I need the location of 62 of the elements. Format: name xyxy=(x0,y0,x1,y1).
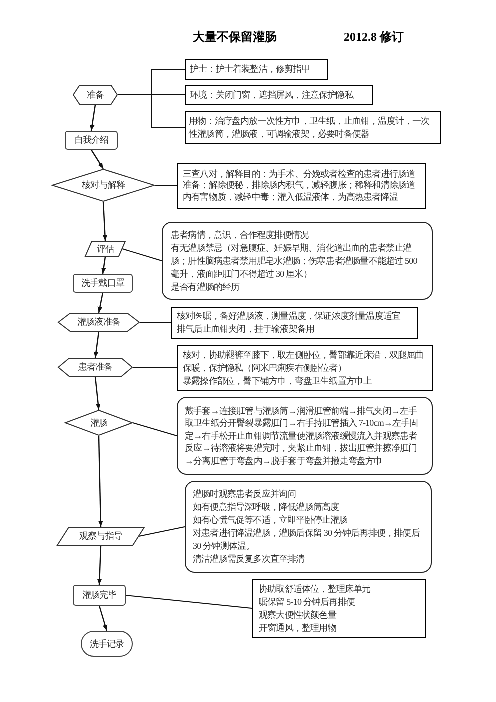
note-text: 核对医嘱，备好灌肠液，测量温度，保证浓度剂量温度适宜 xyxy=(177,310,402,323)
note-text: 核对，协助褪裤至膝下，取左侧卧位，臀部靠近床沿，双腿屈曲保暖，保护隐私（阿米巴痢疾右侧卧位者） xyxy=(183,348,425,374)
hexagon-step: 灌肠液准备 xyxy=(58,313,140,332)
arrow xyxy=(98,606,108,632)
arrow xyxy=(102,202,108,242)
note-text: 暴露操作部位，臀下铺方巾，弯盘卫生纸置方巾上 xyxy=(183,374,374,388)
connector-line xyxy=(122,248,162,262)
note-box xyxy=(185,59,328,80)
connector-line xyxy=(138,526,186,537)
connector-line xyxy=(118,94,186,128)
connector-line xyxy=(154,185,178,186)
connector-line xyxy=(126,595,252,609)
note-text: 护士：护士着装整洁，修剪指甲 xyxy=(190,63,312,76)
note-box xyxy=(185,481,432,573)
title: 大量不保留灌肠 xyxy=(193,30,277,45)
decision-diamond: 灌肠 xyxy=(65,410,133,436)
note-text: 是否有灌肠的经历 xyxy=(171,280,241,294)
note-box xyxy=(252,579,426,638)
note-box xyxy=(185,111,441,144)
note-text: 如有便意指导深呼吸，降低灌肠筒高度 xyxy=(193,501,340,514)
revision-label: 2012.8 修订 xyxy=(344,30,404,45)
note-text: 对患者进行降温灌肠，灌肠后保留 30 分钟后再排便，排便后 30 分钟测体温。 xyxy=(193,527,422,553)
note-text: 三查八对，解释目的：为手术、分娩或者检查的患者进行肠道准备；解除便秘，排除肠内积气，减轻腹胀；稀释和清除肠道内有害物质，减轻中毒；灌入低温液体，为高热患者降温 xyxy=(183,168,416,204)
note-text: 患者病情，意识，合作程度排便情况 xyxy=(171,228,310,242)
note-box xyxy=(171,307,418,339)
note-box xyxy=(162,222,433,300)
note-box xyxy=(177,345,433,391)
hexagon-step: 患者准备 xyxy=(58,358,133,377)
hexagon-step: 准备 xyxy=(73,85,118,105)
note-text: 排气后止血钳夹闭，挂于输液架备用 xyxy=(177,323,316,336)
note-text: 灌肠时观察患者反应并询问 xyxy=(193,488,298,501)
connector-line xyxy=(140,322,172,324)
arrow xyxy=(90,104,96,132)
note-box xyxy=(177,163,426,209)
note-text: 开窗通风，整理用物 xyxy=(259,622,338,634)
arrow xyxy=(98,292,104,314)
note-text: 观察大便性状颜色量 xyxy=(259,608,338,622)
terminal-box: 洗手记录 xyxy=(81,631,133,657)
note-text: 清洁灌肠需反复多次直至排清 xyxy=(193,553,306,566)
note-text: 戴手套→连接肛管与灌肠筒→润滑肛管前端→排气夹闭→左手取卫生纸分开臀裂暴露肛门→右手持肛管插入 7-10cm→左手固定→右手松开止血钳调节流量使灌肠溶液缓慢流入并观察患者反应→待溶液将要灌完时，夹紧止血钳，拔出肛管并擦净肛门→分离肛管于弯盘内→脱手套于弯盘并撤走弯盘方巾 xyxy=(185,404,420,468)
decision-diamond: 核对与解释 xyxy=(52,169,155,202)
arrow xyxy=(97,546,102,586)
rounded-step-box: 洗手戴口罩 xyxy=(73,274,133,293)
parallelogram-step: 评估 xyxy=(85,241,126,257)
note-text: 如有心慌气促等不适，立即平卧停止灌肠 xyxy=(193,514,349,527)
note-text: 有无灌肠禁忌（对急腹症、妊娠早期、消化道出血的患者禁止灌肠；肝性脑病患者禁用肥皂水灌肠；伤寒患者灌肠量不能超过 500 毫升，液面距肛门不得超过 30 厘米） xyxy=(171,242,418,280)
connector-line xyxy=(132,422,178,436)
arrow xyxy=(91,150,104,170)
rounded-step-box: 灌肠完毕 xyxy=(73,585,126,606)
arrow xyxy=(94,332,100,358)
connector-line xyxy=(132,367,178,368)
note-text: 协助取舒适体位，整理床单元 xyxy=(259,582,372,596)
note-box xyxy=(185,85,373,105)
arrow xyxy=(98,436,104,528)
rounded-step-box: 自我介绍 xyxy=(65,131,118,150)
arrow xyxy=(94,376,101,410)
arrow xyxy=(102,256,106,274)
note-box xyxy=(177,397,433,475)
note-text: 嘱保留 5-10 分钟后再排便 xyxy=(259,596,356,608)
note-text: 环境：关闭门窗，遮挡屏风，注意保护隐私 xyxy=(190,88,355,102)
parallelogram-step: 观察与指导 xyxy=(57,527,145,546)
note-text: 用物：治疗盘内放一次性方巾，卫生纸，止血钳，温度计，一次性灌肠筒，灌肠液，可调输液架，必要时备便器 xyxy=(189,114,431,140)
